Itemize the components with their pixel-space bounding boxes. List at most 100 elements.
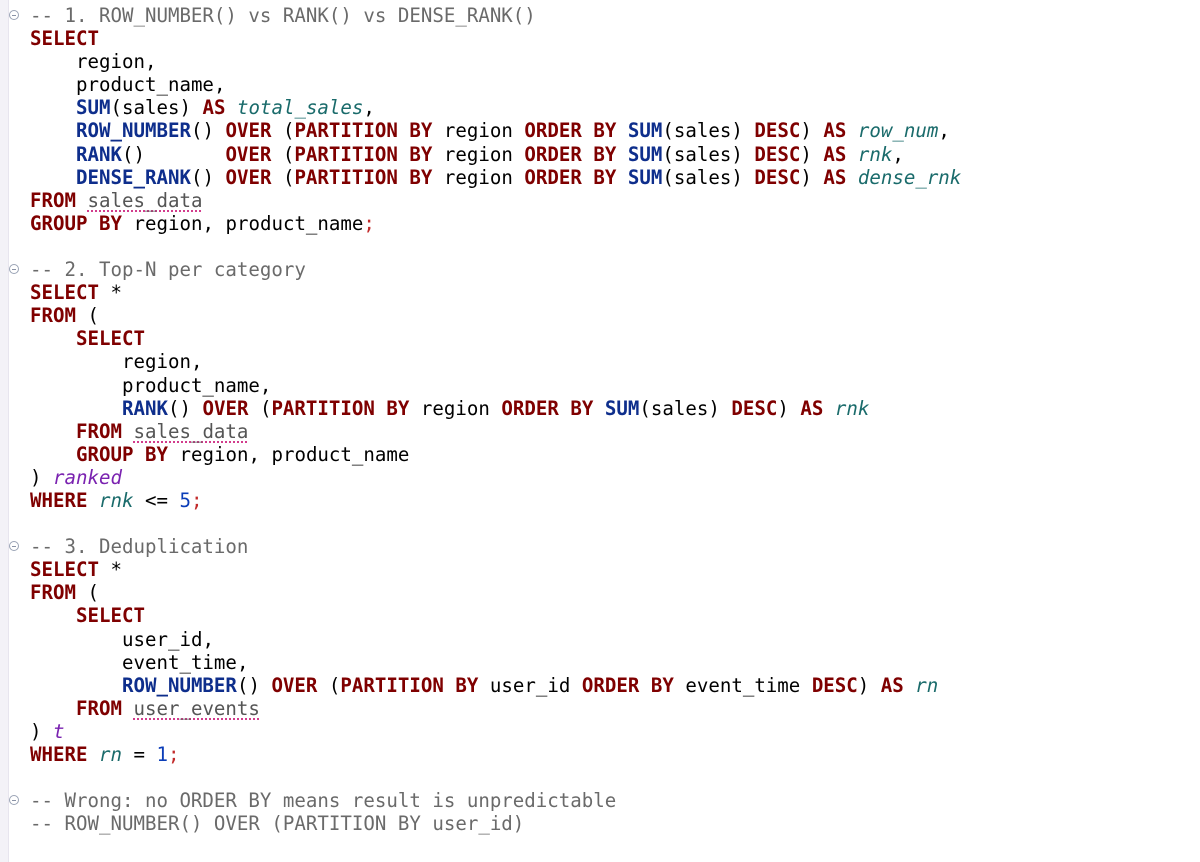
editor-gutter: [0, 0, 9, 862]
sql-keyword: DESC: [811, 673, 858, 697]
sql-keyword: PARTITION: [340, 673, 444, 697]
sql-keyword: GROUP: [30, 211, 88, 235]
code-line[interactable]: ) t: [30, 719, 65, 743]
code-line[interactable]: -- 1. ROW_NUMBER() vs RANK() vs DENSE_RA…: [9, 4, 961, 27]
sql-keyword: OVER: [202, 396, 249, 420]
code-line[interactable]: [30, 766, 961, 789]
sql-keyword: GROUP: [75, 442, 134, 466]
sql-keyword: BY: [409, 165, 433, 189]
sql-keyword: SELECT: [30, 558, 99, 582]
column-alias: total_sales: [236, 96, 364, 120]
code-line[interactable]: product_name,: [121, 373, 272, 397]
sql-keyword: DESC: [754, 142, 801, 166]
code-line[interactable]: -- 2. Top-N per category: [9, 258, 961, 281]
sql-keyword: ORDER: [501, 396, 559, 420]
statement-terminator: ;: [363, 211, 375, 235]
fold-collapse-icon[interactable]: [9, 795, 19, 806]
code-line[interactable]: user_id,: [121, 627, 214, 651]
code-line[interactable]: FROM user_events: [30, 697, 961, 720]
code-line[interactable]: WHERE rn = 1;: [30, 743, 180, 766]
code-line[interactable]: -- 3. Deduplication: [9, 535, 961, 559]
code-line[interactable]: product_name,: [75, 73, 226, 97]
sql-keyword: BY: [386, 396, 410, 420]
sql-keyword: FROM: [30, 188, 76, 212]
column-alias: rnk: [857, 142, 893, 166]
fold-collapse-icon[interactable]: [9, 264, 19, 275]
sql-keyword: OVER: [225, 142, 272, 166]
sql-keyword: BY: [570, 396, 594, 420]
code-line[interactable]: region,: [75, 50, 157, 74]
column-alias: rnk: [834, 396, 870, 420]
code-line[interactable]: ROW_NUMBER() OVER (PARTITION BY region O…: [75, 119, 950, 143]
sql-function: SUM: [627, 165, 663, 189]
code-line[interactable]: FROM sales_data: [30, 420, 961, 443]
code-line[interactable]: SELECT: [30, 327, 961, 350]
code-area[interactable]: -- 1. ROW_NUMBER() vs RANK() vs DENSE_RA…: [9, 4, 962, 835]
code-line[interactable]: region,: [121, 350, 203, 374]
code-line[interactable]: SELECT *: [30, 558, 122, 582]
comment-text: -- 1. ROW_NUMBER() vs RANK() vs DENSE_RA…: [30, 4, 536, 27]
sql-keyword: OVER: [271, 673, 318, 697]
code-line[interactable]: DENSE_RANK() OVER (PARTITION BY region O…: [75, 165, 962, 189]
code-line[interactable]: ) ranked: [30, 465, 122, 489]
comment-text: -- 3. Deduplication: [30, 535, 249, 559]
sql-function: DENSE_RANK: [75, 165, 191, 189]
code-line[interactable]: GROUP BY region, product_name;: [30, 211, 375, 235]
sql-keyword: FROM: [75, 419, 122, 443]
code-line[interactable]: SELECT *: [30, 281, 122, 305]
sql-keyword: FROM: [75, 696, 122, 720]
sql-keyword: OVER: [225, 119, 272, 143]
code-line[interactable]: SELECT: [30, 604, 961, 627]
sql-keyword: BY: [593, 165, 617, 189]
code-line[interactable]: -- Wrong: no ORDER BY means result is un…: [9, 789, 961, 812]
sql-function: SUM: [75, 96, 111, 120]
sql-keyword: FROM: [30, 581, 76, 605]
statement-terminator: ;: [167, 743, 180, 766]
fold-collapse-icon[interactable]: [9, 541, 19, 552]
column-alias: rn: [98, 743, 122, 766]
sql-keyword: AS: [202, 96, 226, 120]
code-line[interactable]: FROM (: [30, 304, 99, 328]
code-line[interactable]: FROM (: [30, 581, 99, 605]
sql-function: ROW_NUMBER: [75, 119, 191, 143]
column-alias: rnk: [98, 488, 134, 512]
code-line[interactable]: RANK() OVER (PARTITION BY region ORDER B…: [75, 142, 904, 166]
sql-keyword: ORDER: [581, 673, 640, 697]
sql-function: SUM: [627, 119, 663, 143]
code-line[interactable]: RANK() OVER (PARTITION BY region ORDER B…: [121, 396, 870, 420]
comment-text: -- ROW_NUMBER() OVER (PARTITION BY user_…: [30, 812, 525, 836]
sql-keyword: DESC: [731, 396, 778, 420]
fold-collapse-icon[interactable]: [9, 10, 19, 20]
sql-keyword: BY: [98, 211, 122, 235]
sql-function: ROW_NUMBER: [121, 673, 237, 697]
code-line[interactable]: event_time,: [121, 650, 249, 674]
table-name: sales_data: [87, 188, 203, 212]
code-line[interactable]: SUM(sales) AS total_sales,: [75, 96, 375, 120]
code-line[interactable]: FROM sales_data: [30, 189, 961, 212]
sql-keyword: SELECT: [75, 604, 145, 628]
table-name: sales_data: [133, 419, 249, 443]
code-line[interactable]: ROW_NUMBER() OVER (PARTITION BY user_id …: [121, 673, 939, 697]
sql-keyword: AS: [823, 165, 847, 189]
sql-keyword: SELECT: [75, 327, 145, 351]
sql-keyword: ORDER: [524, 142, 582, 166]
code-line[interactable]: -- ROW_NUMBER() OVER (PARTITION BY user_…: [30, 812, 961, 835]
code-line[interactable]: [30, 512, 961, 535]
code-line[interactable]: SELECT: [30, 27, 961, 50]
sql-keyword: BY: [650, 673, 674, 697]
sql-keyword: DESC: [754, 119, 801, 143]
code-line[interactable]: [30, 235, 961, 258]
code-line[interactable]: WHERE rnk <= 5;: [30, 488, 203, 512]
column-alias: rn: [915, 673, 939, 697]
sql-keyword: SELECT: [30, 281, 99, 305]
sql-keyword: BY: [455, 673, 479, 697]
sql-keyword: FROM: [30, 304, 76, 328]
sql-keyword: AS: [823, 119, 847, 143]
subquery-alias: t: [53, 719, 65, 743]
sql-keyword: SELECT: [30, 27, 99, 51]
sql-function: SUM: [604, 396, 640, 420]
column-alias: dense_rnk: [857, 165, 962, 189]
sql-function: RANK: [121, 396, 168, 420]
code-line[interactable]: GROUP BY region, product_name: [75, 442, 410, 466]
